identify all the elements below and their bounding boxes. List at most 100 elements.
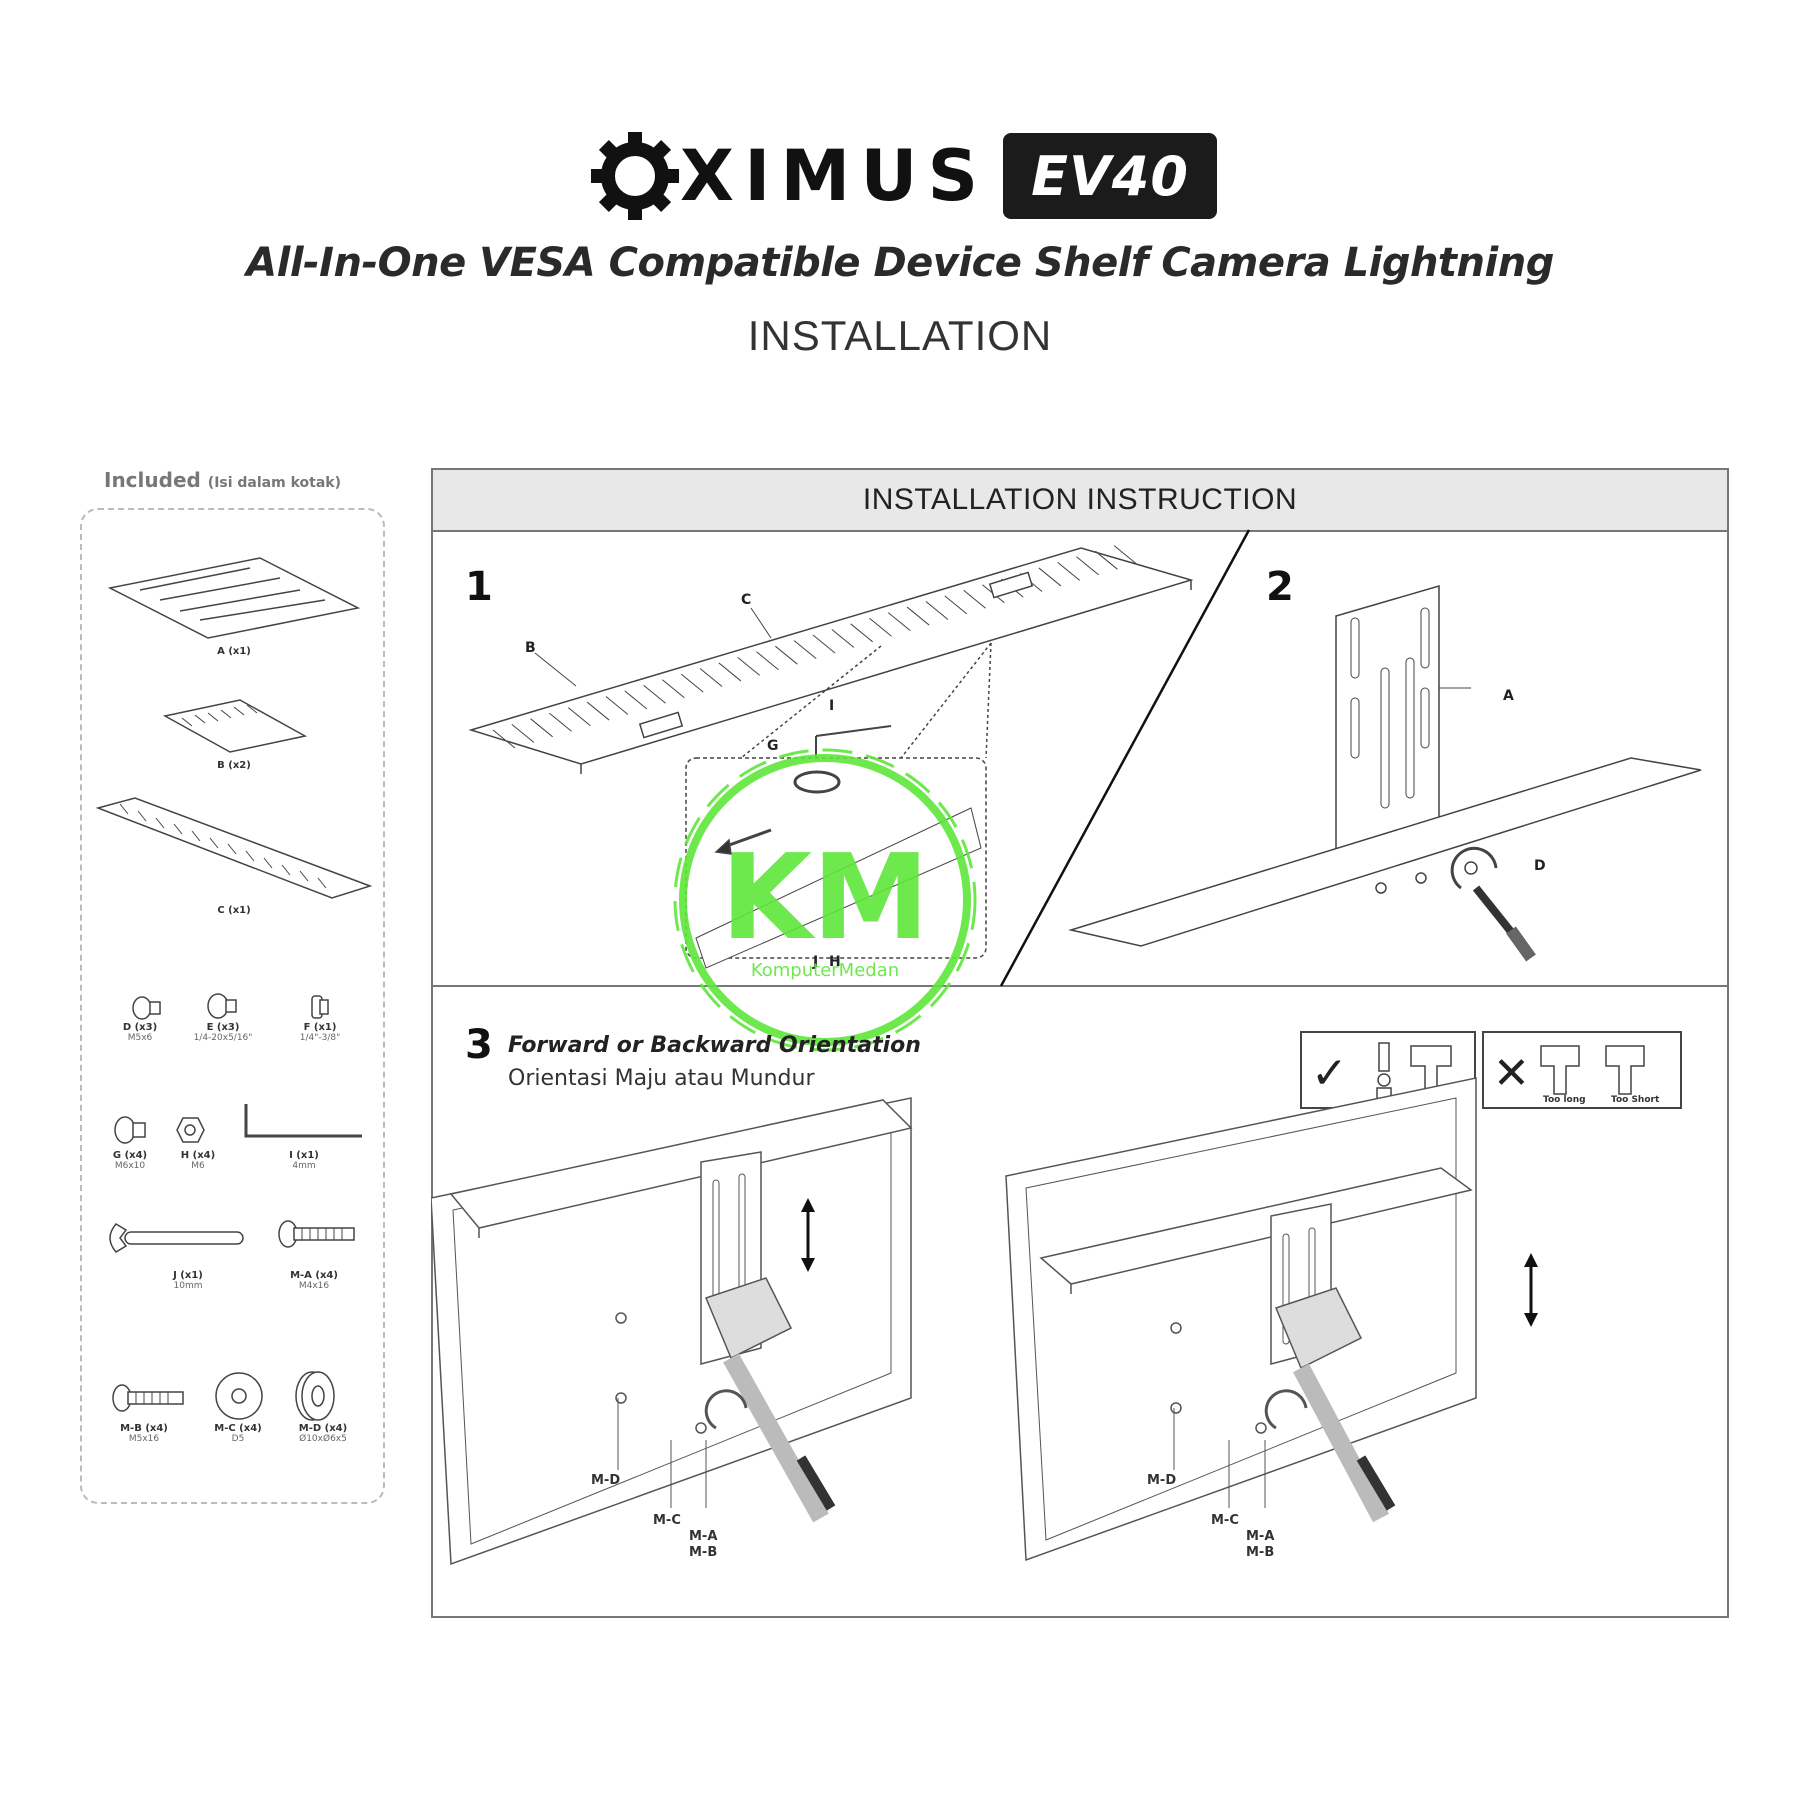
tray-slat [586,701,610,721]
included-title: Included (Isi dalam kotak) [104,468,341,492]
part-h-label: H (x4)M6 [180,1150,216,1171]
step1-number: 1 [465,564,493,610]
step3-left-label-mb: M-B [689,1545,717,1560]
step3-left-label-md: M-D [591,1473,620,1488]
watermark-text: KomputerMedan [751,960,899,981]
part-j-label: J (x1)10mm [173,1270,203,1291]
part-b-label: B (x2) [217,760,251,771]
section-title: INSTALLATION [747,312,1053,359]
product-subtitle: All-In-One VESA Compatible Device Shelf … [246,240,1554,286]
tray-slat [906,606,930,626]
part-f-label: F (x1)1/4"-3/8" [299,1022,341,1043]
screw-d-icon [132,996,161,1020]
screw-mb-icon [112,1384,184,1412]
tray-slat [793,640,817,659]
tray-slat [549,712,572,732]
step3-number: 3 [465,1022,493,1068]
tray-slat [887,612,911,632]
part-b-bracket-illustration [162,699,308,753]
step3-subtitle: Orientasi Maju atau Mundur [508,1066,815,1091]
tray-slat [775,645,798,665]
part-d-label: D (x3)M5x6 [122,1022,158,1043]
step2-label-d: D [1534,858,1546,874]
step3-right-label-md: M-D [1147,1473,1176,1488]
part-ma-label: M-A (x4)M4x16 [290,1270,338,1291]
tray-slat [944,595,968,615]
tray-slat [511,724,535,743]
screw-f-icon [311,995,329,1019]
step1-label-b: B [525,640,536,656]
tray-slat [1038,567,1062,587]
tray-slat [680,673,704,693]
part-c-label: C (x1) [217,905,251,916]
screw-ma-icon [278,1220,355,1248]
nut-h-icon [176,1117,205,1143]
tray-slat [605,696,629,715]
tray-slat [925,601,949,620]
step1-label-c: C [741,592,751,608]
part-mc-label: M-C (x4)D5 [214,1423,262,1444]
tray-slat [492,729,516,749]
step3-right-label-mb: M-B [1246,1545,1274,1560]
included-heading: Included [104,468,201,492]
washer-mc-icon [215,1372,263,1420]
tray-slat [756,651,779,671]
watermark-initials: KM [721,828,930,966]
step3-right-label-mc: M-C [1211,1513,1239,1528]
screw-e-icon [207,993,237,1019]
step2-diagram [1068,585,1702,962]
instruction-diagrams: 1 B C I G J H 2 A D 3 ✓ ✕ [431,529,1729,1566]
brand-wordmark: XIMUS [680,135,980,217]
watermark-logo: KM KomputerMedan [673,748,977,1052]
tray-slat [643,684,666,704]
step3-left-label-ma: M-A [689,1529,717,1544]
part-g-label: G (x4)M6x10 [112,1150,148,1171]
step3-title: Forward or Backward Orientation [508,1033,921,1058]
tray-slat [812,634,836,654]
step3-left-diagram [431,1097,913,1566]
tray-slat [567,707,591,727]
tray-slat [869,617,892,637]
tray-slat [699,668,723,687]
parts-illustrations [95,557,373,1421]
tray-slat [624,690,648,710]
brand-logo: XIMUS [585,128,1225,238]
step1-label-i: I [829,698,834,714]
check-icon: ✓ [1311,1048,1348,1099]
part-i-label: I (x1)4mm [289,1150,319,1171]
included-note: (Isi dalam kotak) [207,475,341,491]
part-a-plate-illustration [107,557,361,639]
model-badge: EV40 [1003,133,1217,219]
tray-slat [718,662,742,682]
tray-slat [530,718,553,738]
tray-slat [1113,545,1137,564]
instruction-header: INSTALLATION INSTRUCTION [433,470,1727,532]
gear-logo-icon [591,132,679,220]
installation-instruction-panel [431,468,1729,1618]
step1-label-h: H [829,954,841,970]
tray-slat [1095,550,1118,570]
cross-icon: ✕ [1493,1048,1530,1099]
too-long-label: Too long [1543,1095,1586,1105]
part-e-label: E (x3)1/4-20x5/16" [193,1022,253,1043]
step3-right-diagram [1005,1077,1538,1562]
wrench-j-icon [109,1223,244,1253]
step3-left-label-mc: M-C [653,1513,681,1528]
part-c-tray-illustration [95,797,373,899]
step2-number: 2 [1266,564,1294,610]
tray-slat [850,623,873,643]
too-short-label: Too Short [1611,1095,1660,1105]
part-mb-label: M-B (x4)M5x16 [120,1423,168,1444]
tray-slat [831,629,855,648]
spacer-md-icon [295,1371,335,1421]
tray-slat [963,589,986,609]
part-md-label: M-D (x4)Ø10xØ6x5 [298,1423,348,1444]
tray-slat [1057,561,1081,581]
step3-right-label-ma: M-A [1246,1529,1274,1544]
step1-label-j: J [812,954,818,970]
part-a-label: A (x1) [217,646,251,657]
allen-key-icon [244,1104,362,1138]
screw-g-icon [114,1116,146,1144]
tray-slat [1076,556,1099,576]
step1-label-g: G [767,738,779,754]
